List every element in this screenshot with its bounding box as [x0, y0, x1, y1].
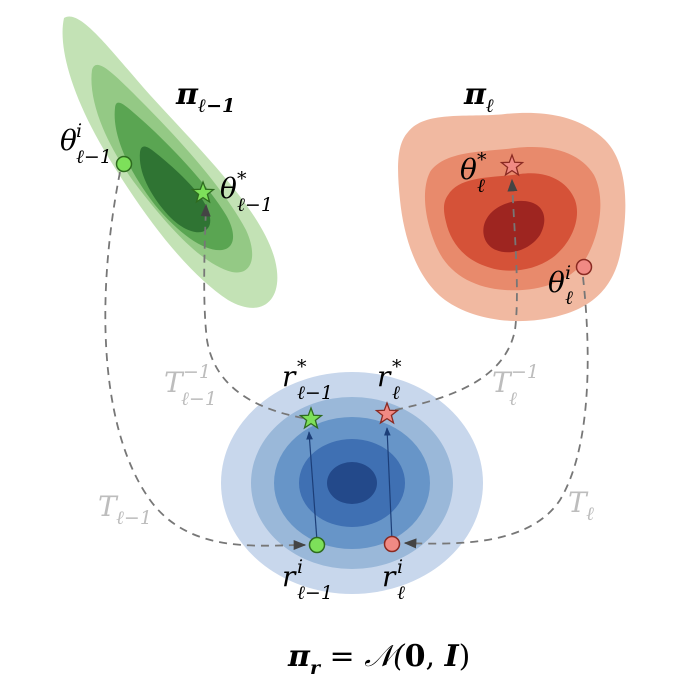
green-distribution	[62, 16, 278, 308]
label-r-i-cur: r i ℓ	[382, 556, 405, 604]
label-r-star-cur: r * ℓ	[377, 356, 402, 404]
reference-distribution-caption: πr = 𝒩(0, I)	[287, 639, 470, 679]
svg-text:θ: θ	[548, 266, 565, 299]
red-distribution	[398, 112, 626, 322]
svg-text:r: r	[382, 560, 397, 593]
label-theta-i-cur: θ i ℓ	[548, 262, 573, 309]
svg-text:*: *	[392, 356, 402, 378]
svg-text:i: i	[565, 262, 571, 284]
svg-text:θ: θ	[220, 172, 237, 205]
dashed-mappings	[104, 171, 589, 551]
label-r-star-prev: r * ℓ−1	[282, 356, 333, 404]
label-pi-prev: πℓ−1	[175, 77, 235, 117]
svg-text:T: T	[164, 366, 185, 399]
map-T-prev	[104, 171, 307, 551]
star-icon	[499, 153, 525, 177]
blue-contour-core	[327, 462, 377, 504]
svg-text:*: *	[477, 149, 487, 171]
svg-text:ℓ: ℓ	[477, 175, 485, 197]
svg-text:ℓ−1: ℓ−1	[116, 507, 152, 529]
svg-text:T: T	[98, 490, 119, 523]
label-theta-star-prev: θ * ℓ−1	[220, 168, 273, 216]
map-T-cur	[403, 276, 589, 549]
label-theta-star-cur: θ * ℓ	[460, 149, 487, 197]
svg-text:*: *	[237, 168, 247, 190]
blue-distribution	[221, 372, 483, 594]
svg-text:i: i	[297, 556, 303, 578]
svg-text:ℓ−1: ℓ−1	[181, 388, 217, 410]
svg-text:ℓ−1: ℓ−1	[297, 582, 333, 604]
svg-text:r: r	[282, 560, 297, 593]
svg-text:ℓ: ℓ	[509, 388, 517, 410]
svg-text:−1: −1	[511, 361, 539, 383]
svg-text:θ: θ	[460, 153, 477, 186]
svg-text:r: r	[282, 360, 297, 393]
svg-text:θ: θ	[60, 124, 77, 157]
arrow-ri-cur-to-rstar-cur	[383, 427, 393, 542]
circle-icon	[575, 258, 593, 276]
label-T-cur: T ℓ	[568, 486, 594, 525]
circle-icon	[115, 155, 133, 173]
svg-text:ℓ: ℓ	[565, 287, 573, 309]
svg-text:ℓ: ℓ	[392, 382, 400, 404]
label-T-prev: T ℓ−1	[98, 490, 152, 529]
svg-text:ℓ−1: ℓ−1	[297, 382, 333, 404]
svg-text:ℓ: ℓ	[586, 503, 594, 525]
green-contour-core	[139, 146, 211, 233]
arrow-ri-prev-to-rstar-prev	[306, 431, 318, 542]
label-T-inv-cur: T −1 ℓ	[492, 361, 539, 410]
label-T-inv-prev: T −1 ℓ−1	[164, 361, 217, 410]
circle-icon	[383, 535, 401, 553]
svg-text:T: T	[492, 366, 513, 399]
svg-text:T: T	[568, 486, 589, 519]
label-pi-cur: πℓ	[463, 77, 494, 117]
star-icon	[190, 180, 216, 204]
star-icon	[298, 406, 324, 430]
svg-text:*: *	[297, 356, 307, 378]
svg-text:ℓ: ℓ	[397, 582, 405, 604]
label-r-i-prev: r i ℓ−1	[282, 556, 333, 604]
star-icon	[374, 401, 400, 425]
svg-text:ℓ−1: ℓ−1	[76, 146, 112, 168]
label-theta-i-prev: θ i ℓ−1	[60, 120, 112, 168]
svg-text:i: i	[76, 120, 82, 142]
map-T-inv-cur	[394, 178, 518, 411]
svg-text:ℓ−1: ℓ−1	[237, 194, 273, 216]
circle-icon	[308, 536, 326, 554]
map-T-inv-prev	[200, 203, 304, 419]
svg-text:−1: −1	[183, 361, 211, 383]
svg-text:r: r	[377, 360, 392, 393]
svg-text:i: i	[397, 556, 403, 578]
